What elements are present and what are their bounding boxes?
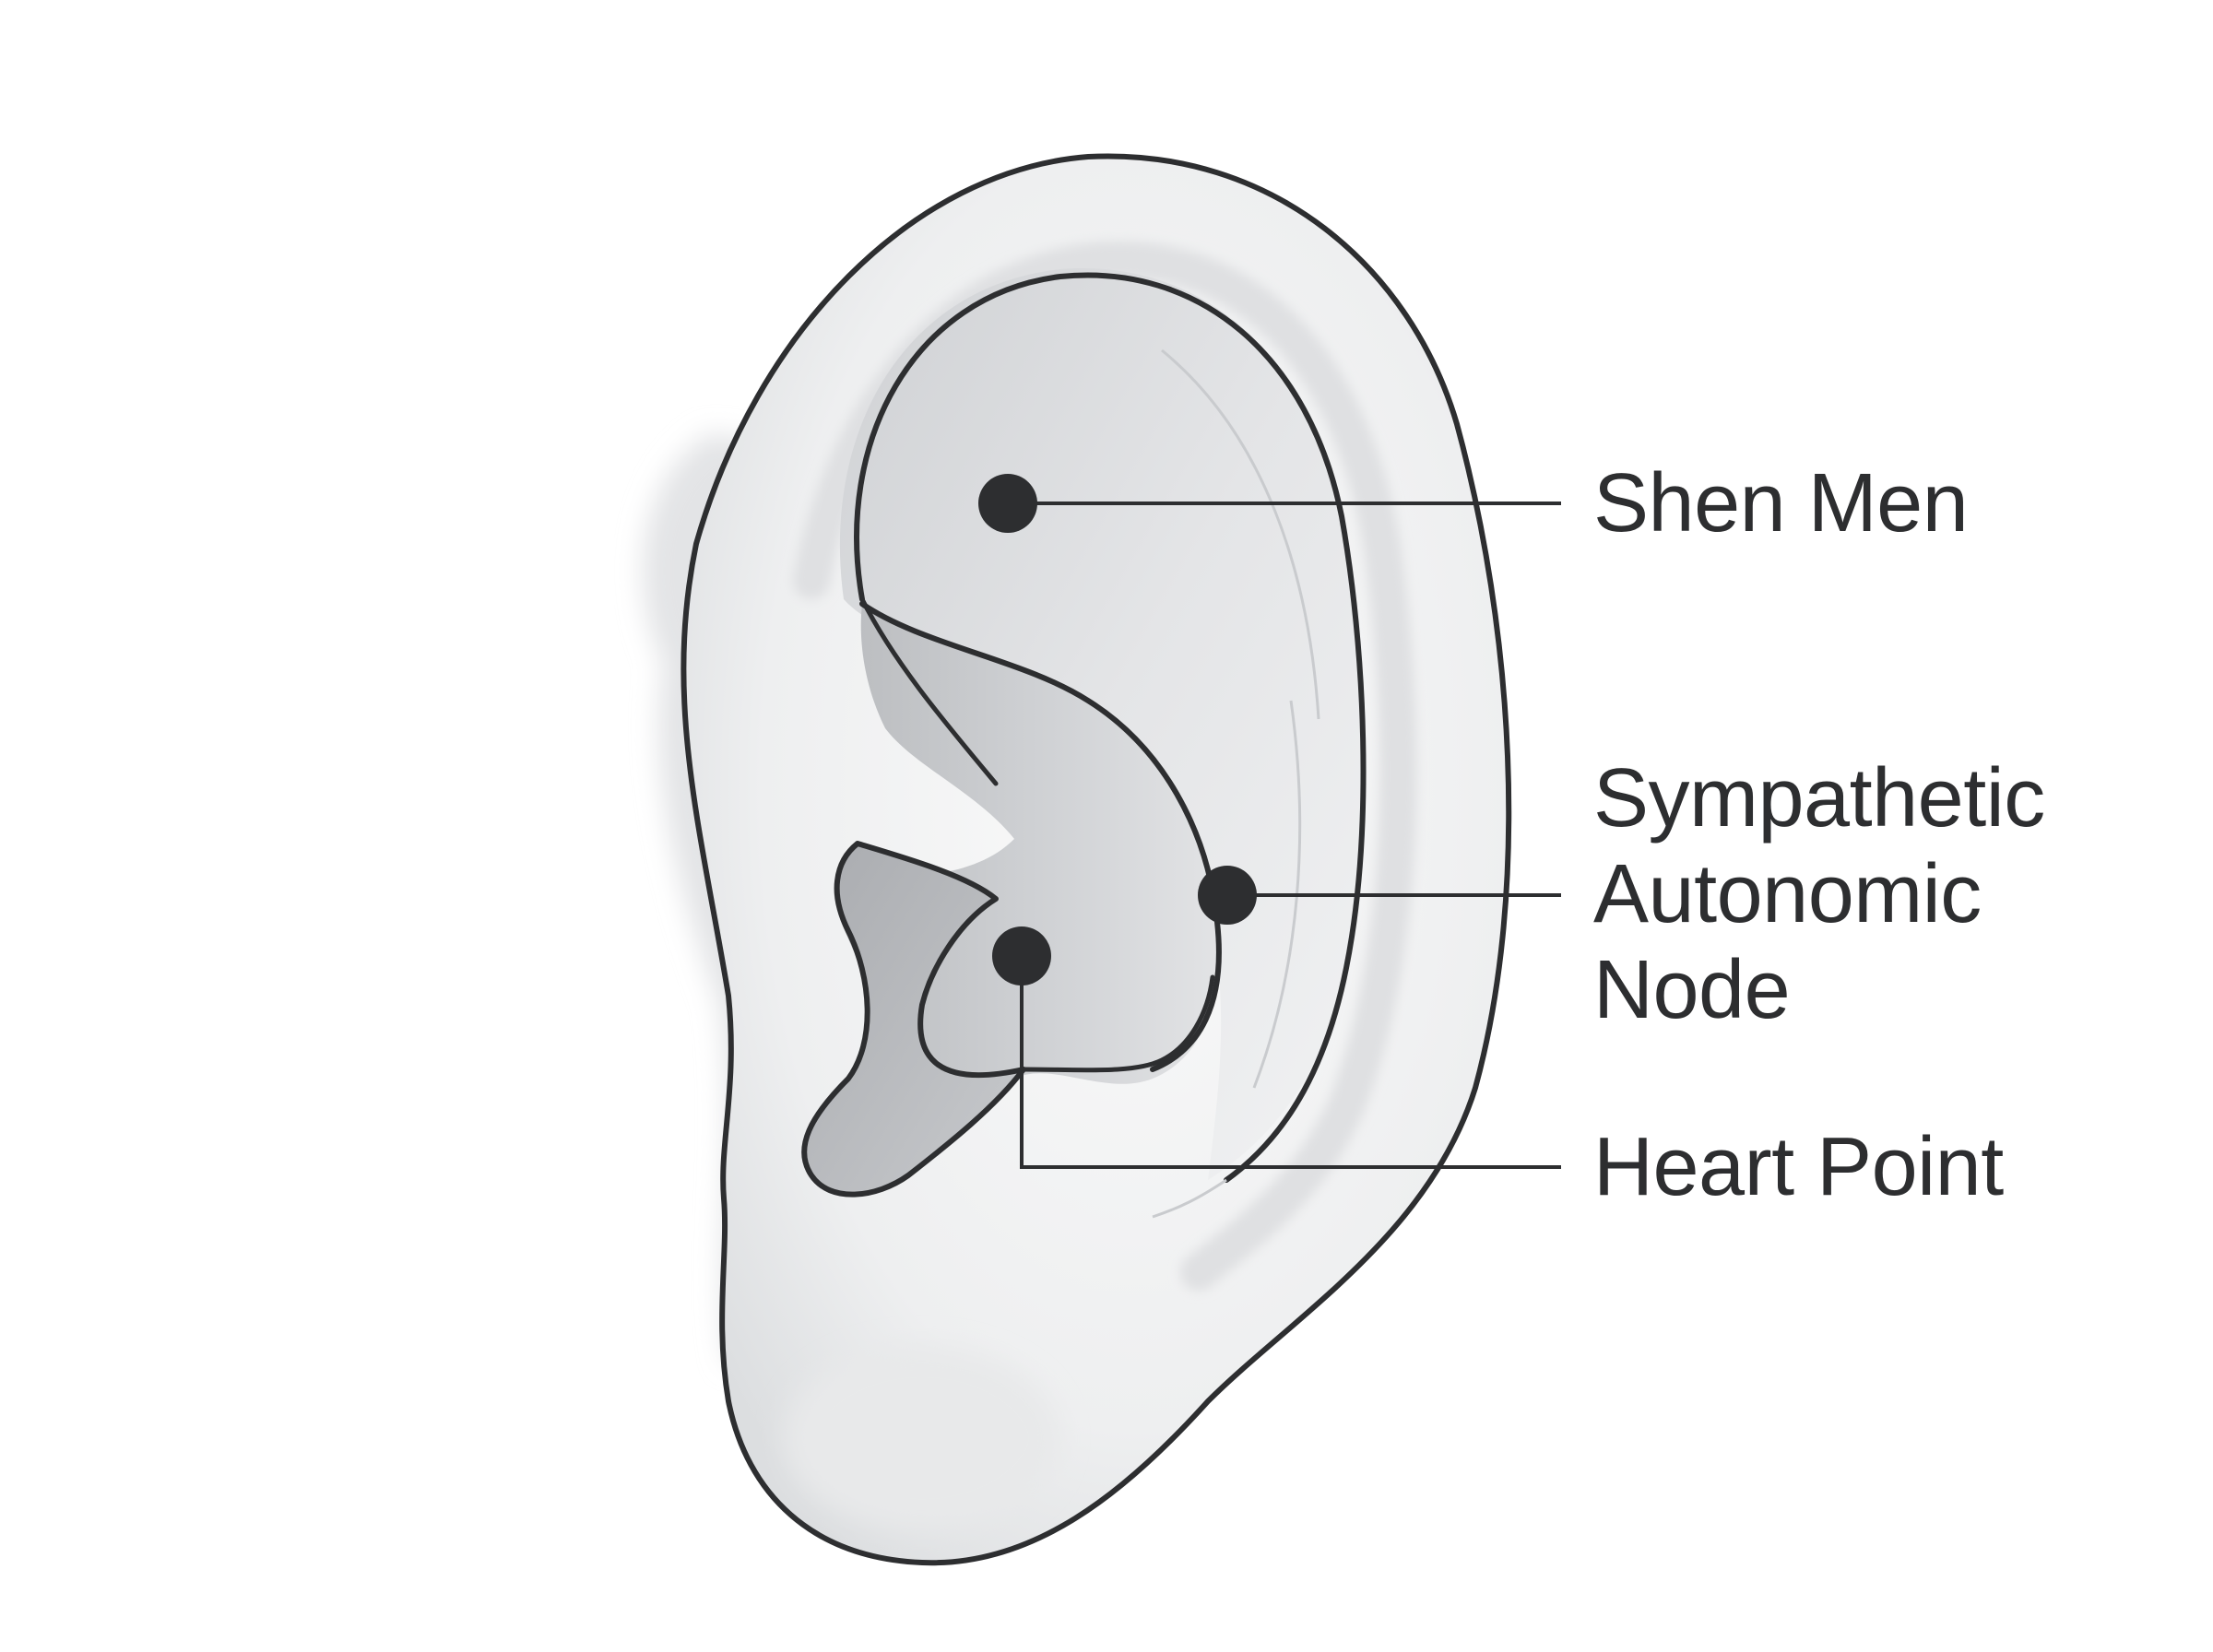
label-line: Sympathetic	[1593, 752, 2045, 844]
label-line: Node	[1593, 944, 1791, 1036]
ridge-line-2	[1252, 700, 1302, 1089]
point-sympathetic-autonomic-node[interactable]	[1198, 866, 1257, 925]
label-sympathetic-autonomic-node: Sympathetic Autonomic Node	[1593, 750, 2045, 1038]
point-heart-point[interactable]	[992, 926, 1051, 985]
concha-crus-outline	[859, 601, 1222, 1072]
ear-canal	[801, 841, 1026, 1198]
ridge-line-3	[1152, 1178, 1227, 1219]
label-heart-point: Heart Point	[1593, 1119, 2004, 1215]
label-line: Autonomic	[1593, 848, 1982, 940]
antihelix-outline	[854, 272, 1367, 1183]
helix-crus	[859, 596, 999, 786]
antitragus-outline	[1021, 974, 1215, 1073]
label-line: Shen Men	[1593, 457, 1969, 549]
leader-line-heart-point	[1020, 956, 1561, 1169]
upper-fossa	[839, 268, 1364, 1180]
label-shen-men: Shen Men	[1593, 455, 1969, 551]
point-shen-men[interactable]	[978, 474, 1037, 533]
ridge-line-1	[1161, 348, 1320, 720]
lobe-shade	[784, 1346, 1060, 1530]
label-line: Heart Point	[1593, 1121, 2004, 1213]
